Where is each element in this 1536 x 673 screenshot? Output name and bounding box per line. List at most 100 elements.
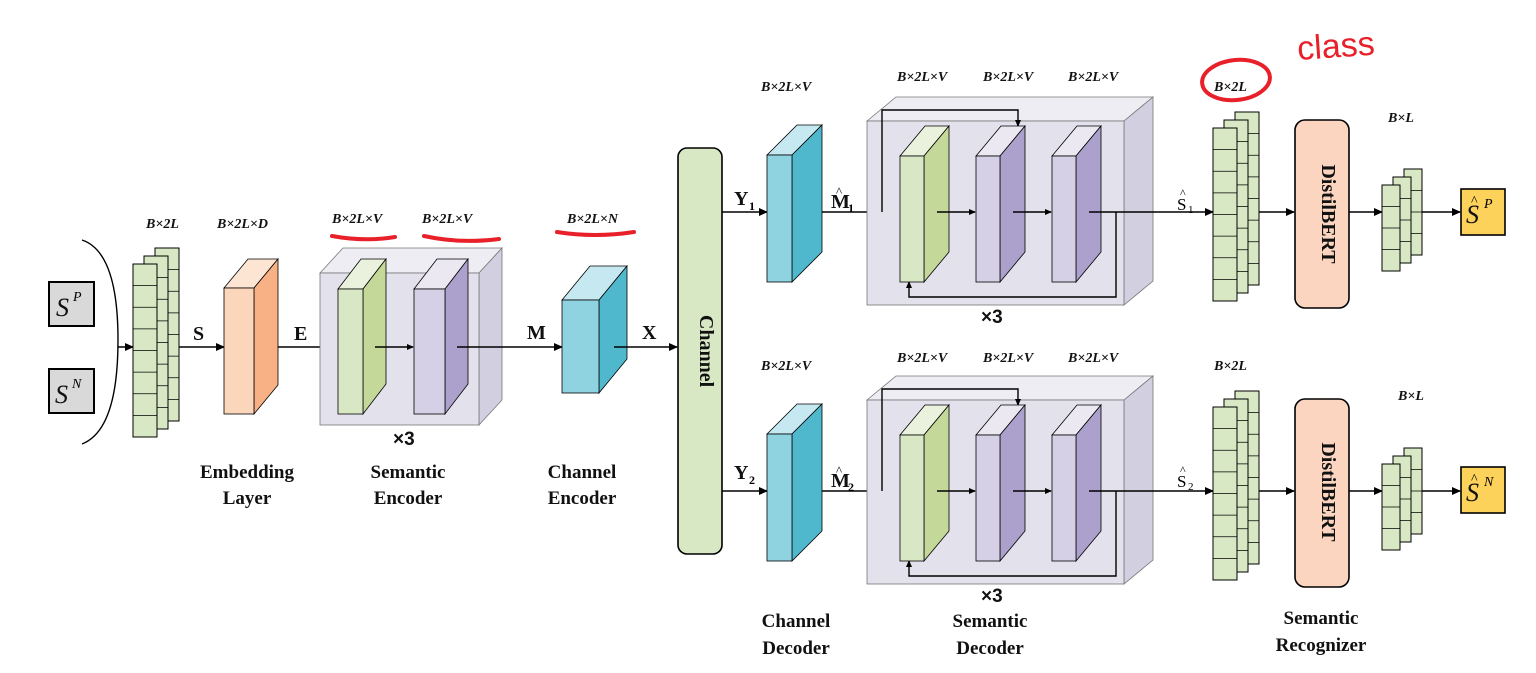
- residual-bottom-top: [906, 212, 1117, 298]
- dim-dec-bottom-3: B×2L×V: [1067, 351, 1120, 366]
- signal-x: X: [642, 322, 657, 344]
- signal-e: E: [294, 323, 307, 345]
- dim-dec-top-1: B×2L×V: [896, 70, 949, 85]
- svg-text:S: S: [1466, 200, 1479, 229]
- distilbert-label-top: DistilBERT: [1317, 164, 1339, 264]
- token-stack-output-bottom: [1381, 447, 1423, 551]
- dim-out-top: B×L: [1387, 111, 1414, 126]
- dim-out-bottom: B×L: [1397, 389, 1424, 404]
- decoder-branch-bottom: [722, 375, 1461, 588]
- embedding-block: [223, 257, 279, 416]
- svg-text:1: 1: [848, 201, 854, 215]
- signal-s: S: [193, 323, 204, 345]
- svg-text:^: ^: [1471, 472, 1478, 487]
- decoder-purple-block-2-top: [1051, 124, 1102, 284]
- svg-text:^: ^: [1471, 194, 1478, 209]
- dim-dec-bottom-1: B×2L×V: [896, 351, 949, 366]
- channel-decoder-block-bottom: [766, 403, 823, 562]
- svg-text:M: M: [831, 191, 850, 213]
- dim-rec-top: B×2L: [1213, 80, 1247, 95]
- distilbert-label-bottom: DistilBERT: [1317, 442, 1339, 542]
- svg-text:Y: Y: [734, 188, 749, 210]
- svg-text:1: 1: [1188, 204, 1194, 216]
- signal-s1-hat: S ^ 1: [1177, 186, 1194, 216]
- dim-enc-2: B×2L×V: [421, 212, 474, 227]
- token-stack-input: [132, 247, 180, 438]
- handwritten-class-note: class: [1296, 25, 1376, 68]
- svg-text:S: S: [1466, 478, 1479, 507]
- label-ch-dec-2: Decoder: [762, 638, 830, 659]
- input-sp-box: S P: [48, 281, 95, 327]
- output-sp-box: S ^ P: [1460, 188, 1506, 236]
- encoder-purple-block: [413, 257, 469, 416]
- dim-input-stack: B×2L: [145, 217, 179, 232]
- svg-text:2: 2: [848, 480, 854, 494]
- svg-text:^: ^: [836, 184, 842, 199]
- svg-text:N: N: [1483, 475, 1494, 490]
- signal-m2-hat: M ^ 2: [831, 463, 854, 494]
- repeat-decoder-bottom: ×3: [981, 586, 1003, 607]
- label-sem-rec-2: Recognizer: [1276, 635, 1367, 656]
- dim-channel-encoder: B×2L×N: [566, 212, 619, 227]
- svg-text:Y: Y: [734, 462, 749, 484]
- signal-y2: Y 2: [734, 462, 755, 487]
- svg-text:^: ^: [1180, 186, 1186, 200]
- residual-top-top: [881, 109, 1021, 212]
- svg-text:P: P: [1483, 197, 1493, 212]
- encoder-green-block: [337, 257, 387, 416]
- label-sem-rec-1: Semantic: [1284, 608, 1359, 629]
- decoder-purple-block-1-bottom: [975, 403, 1026, 563]
- decoder-green-block-bottom: [899, 403, 950, 563]
- red-circle-annotation: [1200, 57, 1272, 103]
- signal-m1-hat: M ^ 1: [831, 184, 854, 215]
- decoder-branch-top: [722, 96, 1461, 309]
- residual-top-bottom: [881, 388, 1021, 491]
- dim-enc-1: B×2L×V: [331, 212, 384, 227]
- svg-text:S: S: [1177, 472, 1186, 491]
- token-stack-input-layers: [132, 247, 180, 438]
- token-stack-output-top: [1381, 168, 1423, 272]
- token-stack-recognizer-bottom: [1212, 390, 1260, 581]
- dim-ch-dec-bottom: B×2L×V: [760, 359, 813, 374]
- distilbert-block-top: [1294, 119, 1350, 309]
- red-underline-1: [330, 234, 397, 242]
- token-stack-recognizer-top: [1212, 111, 1260, 302]
- label-sem-dec-1: Semantic: [953, 611, 1028, 632]
- red-underline-2: [422, 234, 501, 243]
- red-underline-3: [555, 230, 636, 237]
- dim-ch-dec-top: B×2L×V: [760, 80, 813, 95]
- signal-m: M: [527, 322, 546, 344]
- decoder-purple-block-2-bottom: [1051, 403, 1102, 563]
- channel-encoder-block: [561, 264, 628, 395]
- output-sn-box: S ^ N: [1460, 466, 1506, 514]
- channel-label: Channel: [695, 315, 717, 388]
- label-ch-dec-1: Channel: [762, 611, 831, 632]
- svg-text:2: 2: [1188, 481, 1194, 493]
- label-ch-enc-2: Encoder: [548, 488, 617, 509]
- svg-text:N: N: [71, 377, 82, 392]
- svg-text:S: S: [1177, 195, 1186, 214]
- decoder-purple-block-1-top: [975, 124, 1026, 284]
- decoder-green-block-top: [899, 124, 950, 284]
- svg-text:M: M: [831, 470, 850, 492]
- residual-bottom-bottom: [906, 491, 1117, 577]
- svg-text:P: P: [72, 290, 82, 305]
- svg-text:S: S: [56, 293, 69, 322]
- svg-text:^: ^: [1180, 463, 1186, 477]
- svg-text:S: S: [55, 380, 68, 409]
- label-embedding-1: Embedding: [200, 462, 294, 483]
- dim-dec-top-2: B×2L×V: [982, 70, 1035, 85]
- input-bracket: [81, 239, 119, 445]
- channel-decoder-block-top: [766, 124, 823, 283]
- label-embedding-2: Layer: [223, 488, 272, 509]
- repeat-encoder: ×3: [393, 429, 415, 450]
- input-sn-box: S N: [48, 368, 95, 414]
- signal-s2-hat: S ^ 2: [1177, 463, 1194, 493]
- dim-dec-top-3: B×2L×V: [1067, 70, 1120, 85]
- signal-y1: Y 1: [734, 188, 755, 213]
- dim-dec-bottom-2: B×2L×V: [982, 351, 1035, 366]
- svg-text:2: 2: [749, 473, 755, 487]
- repeat-decoder-top: ×3: [981, 307, 1003, 328]
- label-ch-enc-1: Channel: [548, 462, 617, 483]
